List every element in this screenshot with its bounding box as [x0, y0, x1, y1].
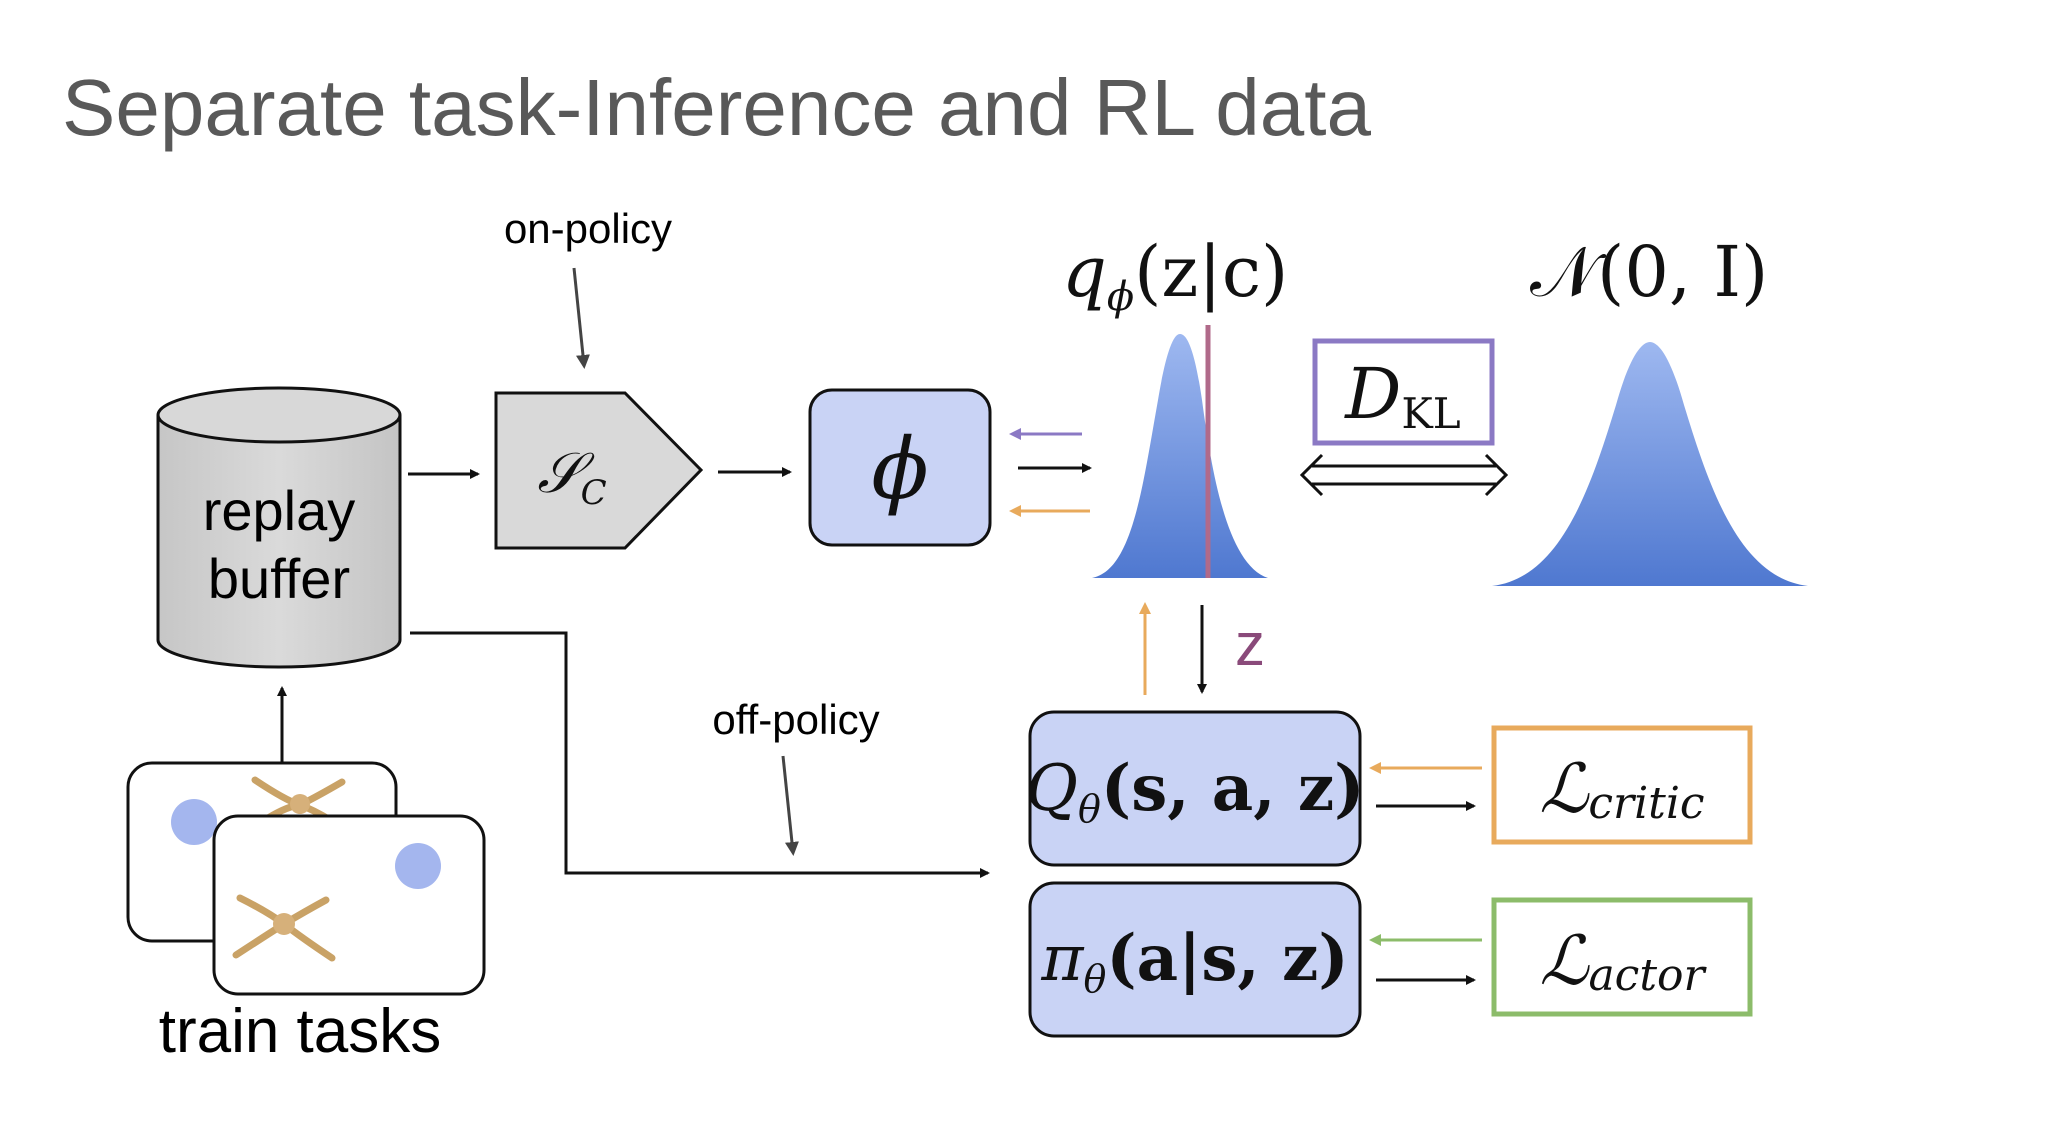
svg-text:ℒactor: ℒactor — [1539, 922, 1707, 1001]
replay-buffer: replay buffer — [156, 386, 402, 669]
svg-text:πθ(a|s, z): πθ(a|s, z) — [1040, 921, 1348, 1001]
q-symbol: Q — [1026, 752, 1078, 826]
arrow-buffer-to-rl — [410, 631, 990, 878]
kl-double-arrow — [1299, 453, 1509, 497]
on-policy-label: on-policy — [504, 205, 672, 252]
critic-loss-symbol: ℒ — [1539, 750, 1590, 829]
pi-actor-box: πθ(a|s, z) — [1028, 881, 1362, 1038]
actor-loss-subscript: actor — [1588, 950, 1707, 1001]
svg-text:Qθ(s, a, z): Qθ(s, a, z) — [1026, 751, 1365, 831]
svg-text:DKL: DKL — [1343, 353, 1460, 438]
replay-buffer-label-line2: buffer — [208, 547, 350, 610]
actor-loss-box: ℒactor — [1491, 897, 1753, 1017]
posterior-gaussian — [1092, 334, 1268, 578]
actor-loss-symbol: ℒ — [1539, 922, 1590, 1001]
context-sampler: 𝒮C — [494, 391, 704, 550]
prior-gaussian — [1492, 342, 1808, 586]
prior-label: 𝒩(0, I) — [1530, 231, 1768, 313]
train-tasks-label: train tasks — [159, 997, 442, 1066]
dkl-subscript: KL — [1401, 389, 1460, 438]
svg-text:ℒcritic: ℒcritic — [1539, 750, 1704, 829]
sampler-subscript: C — [581, 473, 607, 513]
dkl-symbol: D — [1343, 353, 1401, 435]
z-label: z — [1235, 611, 1265, 678]
q-args: (s, a, z) — [1101, 751, 1365, 826]
pi-args: (a|s, z) — [1106, 921, 1348, 996]
train-task-card-front — [212, 814, 486, 996]
q-critic-box: Qθ(s, a, z) — [1026, 710, 1365, 867]
critic-loss-subscript: critic — [1588, 778, 1704, 829]
on-policy-pointer — [572, 267, 590, 369]
q-subscript: θ — [1078, 787, 1101, 831]
replay-buffer-label-line1: replay — [203, 479, 356, 542]
encoder-phi-box: ϕ — [808, 388, 992, 547]
pi-symbol: π — [1040, 922, 1084, 996]
phi-symbol: ϕ — [871, 420, 928, 518]
pi-subscript: θ — [1083, 957, 1106, 1001]
slide-title: Separate task-Inference and RL data — [62, 63, 1371, 152]
off-policy-label: off-policy — [712, 696, 879, 743]
dkl-box: DKL — [1312, 338, 1495, 446]
posterior-label: qϕ(z|c) — [1062, 231, 1288, 320]
critic-loss-box: ℒcritic — [1491, 725, 1753, 845]
off-policy-pointer — [781, 755, 799, 856]
